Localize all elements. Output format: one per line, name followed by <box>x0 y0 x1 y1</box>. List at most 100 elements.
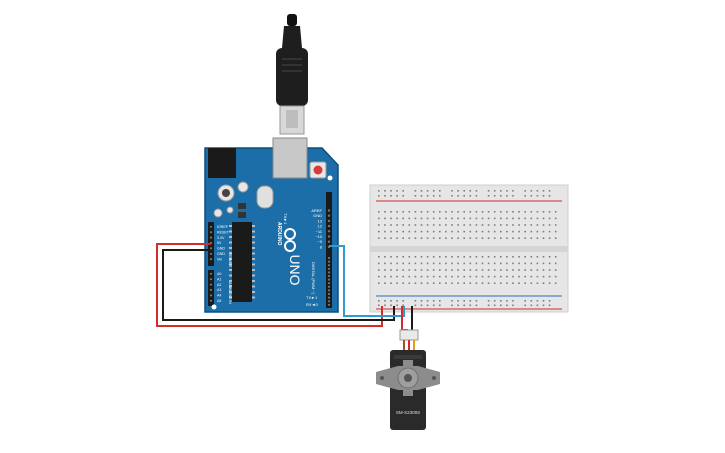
breadboard-hole[interactable] <box>475 217 478 220</box>
breadboard-hole[interactable] <box>481 256 484 258</box>
breadboard-hole[interactable] <box>378 262 380 265</box>
breadboard-hole[interactable] <box>408 230 411 233</box>
breadboard-hole[interactable] <box>500 190 502 192</box>
breadboard-hole[interactable] <box>524 275 526 278</box>
breadboard-hole[interactable] <box>475 230 478 233</box>
header-pin[interactable] <box>209 288 213 292</box>
breadboard-hole[interactable] <box>524 217 526 220</box>
header-pin[interactable] <box>327 278 331 281</box>
header-pin[interactable] <box>209 252 213 255</box>
breadboard-hole[interactable] <box>414 230 417 233</box>
breadboard-hole[interactable] <box>402 275 404 278</box>
breadboard-hole[interactable] <box>445 275 447 278</box>
header-pin[interactable] <box>209 247 213 250</box>
breadboard-hole[interactable] <box>524 190 526 192</box>
header-pin[interactable] <box>327 219 331 223</box>
breadboard-hole[interactable] <box>396 237 398 239</box>
breadboard-hole[interactable] <box>414 237 417 239</box>
breadboard-hole[interactable] <box>451 275 453 278</box>
breadboard-hole[interactable] <box>548 282 551 284</box>
breadboard-hole[interactable] <box>396 217 398 220</box>
breadboard-hole[interactable] <box>420 304 423 307</box>
breadboard-hole[interactable] <box>500 269 502 271</box>
breadboard-hole[interactable] <box>506 256 508 258</box>
breadboard-hole[interactable] <box>451 256 453 258</box>
breadboard-hole[interactable] <box>402 256 404 258</box>
breadboard-hole[interactable] <box>500 230 502 233</box>
breadboard-hole[interactable] <box>493 230 496 233</box>
breadboard-hole[interactable] <box>475 304 478 307</box>
breadboard-hole[interactable] <box>390 230 392 233</box>
breadboard-hole[interactable] <box>420 269 423 271</box>
breadboard-hole[interactable] <box>402 304 404 307</box>
breadboard-hole[interactable] <box>548 224 551 226</box>
breadboard-hole[interactable] <box>445 217 447 220</box>
breadboard-hole[interactable] <box>384 224 386 226</box>
breadboard-hole[interactable] <box>390 269 392 271</box>
breadboard-hole[interactable] <box>548 211 551 213</box>
breadboard-hole[interactable] <box>469 275 472 278</box>
servo-motor-icon[interactable]: SM-S2309S <box>376 329 440 430</box>
breadboard-hole[interactable] <box>542 304 545 307</box>
breadboard-hole[interactable] <box>439 262 441 265</box>
breadboard-hole[interactable] <box>439 269 441 271</box>
breadboard-hole[interactable] <box>554 256 557 258</box>
breadboard-hole[interactable] <box>536 190 539 192</box>
breadboard-hole[interactable] <box>451 282 453 284</box>
breadboard-hole[interactable] <box>408 269 411 271</box>
breadboard-hole[interactable] <box>384 282 386 284</box>
breadboard-hole[interactable] <box>493 224 496 226</box>
breadboard-hole[interactable] <box>554 269 557 271</box>
header-pin[interactable] <box>209 283 213 286</box>
breadboard-hole[interactable] <box>530 237 533 239</box>
breadboard-hole[interactable] <box>530 190 533 192</box>
header-pin[interactable] <box>209 299 213 302</box>
breadboard-hole[interactable] <box>378 304 380 307</box>
breadboard-hole[interactable] <box>439 282 441 284</box>
breadboard-hole[interactable] <box>506 224 508 226</box>
breadboard-hole[interactable] <box>396 256 398 258</box>
breadboard-hole[interactable] <box>402 237 404 239</box>
breadboard-hole[interactable] <box>420 195 423 197</box>
breadboard-hole[interactable] <box>542 262 545 265</box>
breadboard-hole[interactable] <box>548 300 551 302</box>
breadboard-hole[interactable] <box>469 217 472 220</box>
breadboard-hole[interactable] <box>554 230 557 233</box>
breadboard-hole[interactable] <box>420 300 423 302</box>
breadboard-hole[interactable] <box>463 195 465 197</box>
breadboard-hole[interactable] <box>402 262 404 265</box>
breadboard-hole[interactable] <box>524 269 526 271</box>
breadboard-hole[interactable] <box>493 256 496 258</box>
breadboard-hole[interactable] <box>493 275 496 278</box>
breadboard-hole[interactable] <box>390 195 392 197</box>
breadboard-hole[interactable] <box>457 269 459 271</box>
breadboard-hole[interactable] <box>475 262 478 265</box>
header-pin[interactable] <box>327 230 331 233</box>
breadboard-hole[interactable] <box>518 262 520 265</box>
breadboard-hole[interactable] <box>408 224 411 226</box>
breadboard-hole[interactable] <box>463 237 465 239</box>
breadboard-hole[interactable] <box>493 237 496 239</box>
breadboard-hole[interactable] <box>512 269 514 271</box>
breadboard-hole[interactable] <box>420 237 423 239</box>
breadboard-hole[interactable] <box>530 217 533 220</box>
breadboard-hole[interactable] <box>487 224 490 226</box>
breadboard-hole[interactable] <box>451 211 453 213</box>
breadboard-hole[interactable] <box>536 256 539 258</box>
breadboard-hole[interactable] <box>439 211 441 213</box>
breadboard-hole[interactable] <box>432 211 435 213</box>
breadboard-hole[interactable] <box>439 217 441 220</box>
breadboard-hole[interactable] <box>493 195 496 197</box>
breadboard-hole[interactable] <box>487 269 490 271</box>
breadboard-hole[interactable] <box>378 275 380 278</box>
breadboard-hole[interactable] <box>378 282 380 284</box>
breadboard-hole[interactable] <box>493 300 496 302</box>
breadboard-hole[interactable] <box>384 262 386 265</box>
breadboard-hole[interactable] <box>481 211 484 213</box>
breadboard-hole[interactable] <box>518 211 520 213</box>
breadboard-hole[interactable] <box>396 224 398 226</box>
breadboard-hole[interactable] <box>384 211 386 213</box>
breadboard-hole[interactable] <box>542 195 545 197</box>
breadboard-hole[interactable] <box>463 256 465 258</box>
breadboard-hole[interactable] <box>445 256 447 258</box>
